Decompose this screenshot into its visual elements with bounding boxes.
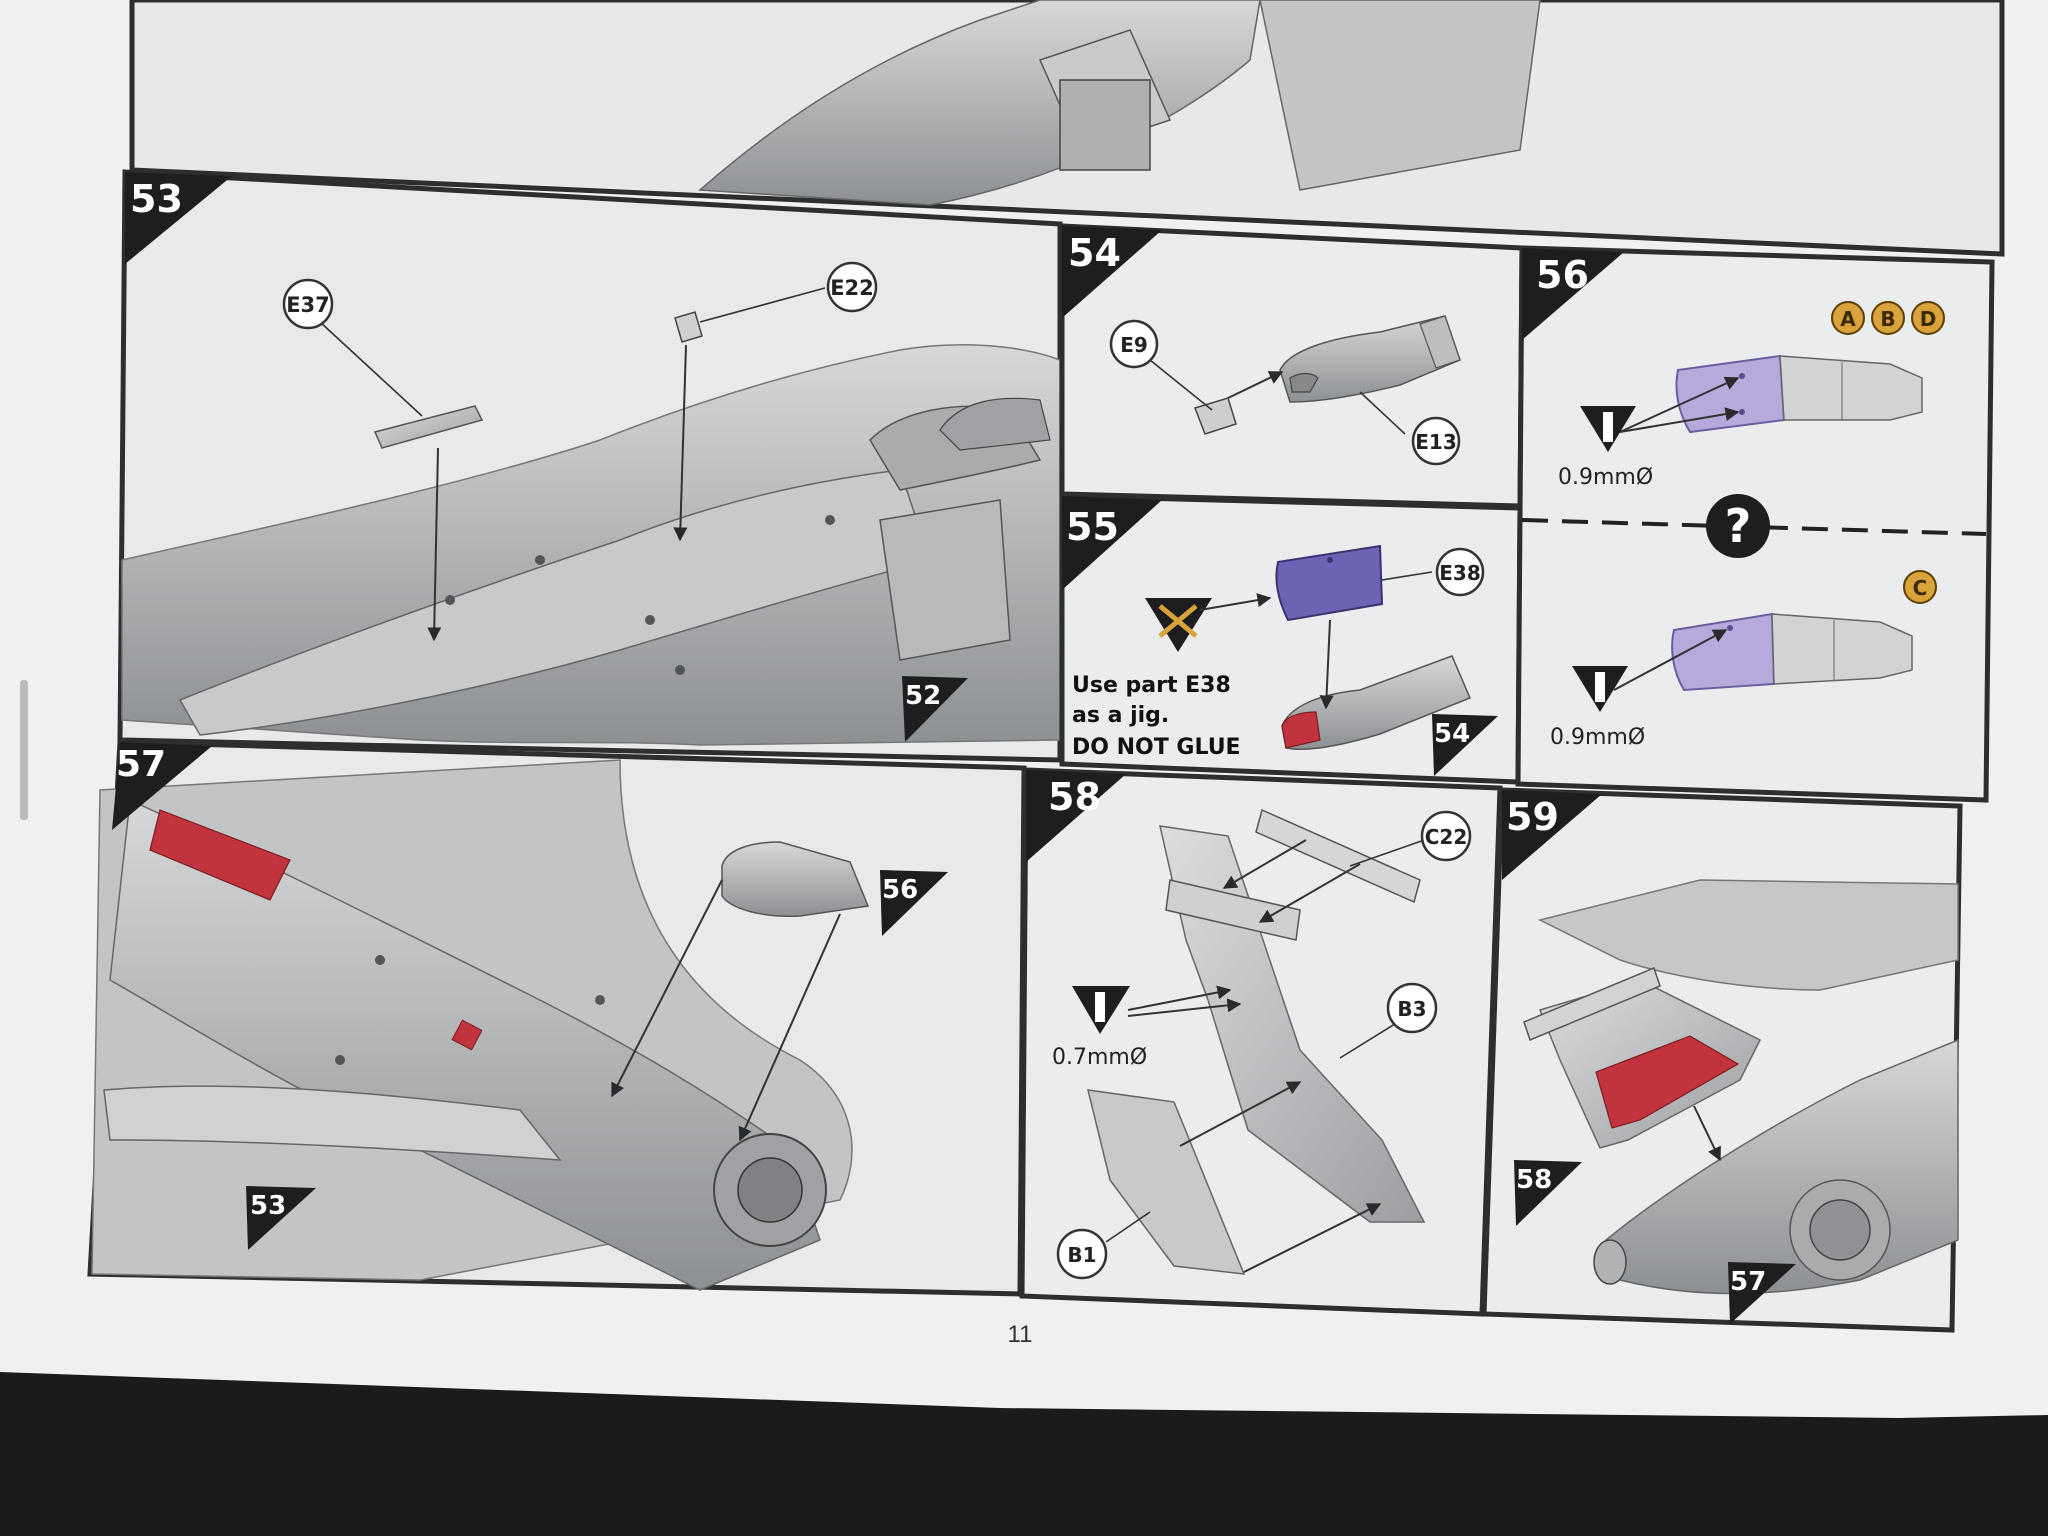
step-58-tab	[1026, 770, 1126, 862]
step-55-number: 55	[1066, 505, 1119, 549]
drill-bit-icon	[1072, 986, 1130, 1034]
step-56-number: 56	[1536, 253, 1589, 297]
ref-54-marker	[1432, 714, 1498, 776]
step-57-number: 57	[116, 744, 166, 785]
ref-56-marker	[880, 870, 948, 936]
ref-52-label: 52	[905, 681, 941, 711]
question-mark-icon	[1706, 494, 1770, 558]
ref-54-label: 54	[1434, 719, 1470, 749]
callout-c22-label: C22	[1425, 825, 1468, 849]
callout-e38: E38	[1435, 547, 1485, 597]
top-strip-panel	[129, 0, 2005, 257]
callout-e13: E13	[1411, 416, 1461, 466]
staple	[20, 680, 28, 820]
drill-size-58: 0.7mmØ	[1052, 1045, 1147, 1070]
question-mark-label: ?	[1725, 499, 1752, 553]
page-number: 11	[1008, 1321, 1033, 1348]
step-53-tab	[125, 172, 232, 264]
step-56-tab	[1522, 248, 1624, 340]
option-badge-c: C	[1903, 570, 1937, 604]
step-54-tab	[1062, 226, 1162, 318]
step-56-panel	[1515, 245, 1995, 803]
step-55-panel	[1059, 493, 1523, 785]
step-54-panel	[1059, 223, 1525, 509]
callout-b3-label: B3	[1397, 997, 1426, 1021]
callout-b1: B1	[1056, 1228, 1108, 1280]
option-b-label: B	[1880, 307, 1895, 331]
option-a-label: A	[1840, 307, 1856, 331]
ref-56-label: 56	[882, 875, 918, 905]
step-53-number: 53	[130, 177, 183, 221]
callout-c22: C22	[1420, 810, 1472, 862]
step-59-number: 59	[1506, 795, 1559, 839]
step-57-tab	[112, 742, 212, 830]
step-53-panel	[117, 169, 1063, 763]
jig-note-line2: as a jig.	[1072, 703, 1169, 728]
ref-57-marker	[1728, 1262, 1796, 1324]
step-58-panel	[1019, 767, 1503, 1317]
ref-52-marker	[902, 676, 968, 742]
option-badge-a: A	[1831, 301, 1865, 335]
callout-e9: E9	[1109, 319, 1159, 369]
jig-note-line3: DO NOT GLUE	[1072, 735, 1241, 760]
drill-size-top: 0.9mmØ	[1558, 465, 1653, 490]
callout-e22-label: E22	[830, 276, 874, 300]
jig-note-line1: Use part E38	[1072, 673, 1231, 698]
step-55-tab	[1062, 496, 1162, 590]
drill-size-bottom: 0.9mmØ	[1550, 725, 1645, 750]
callout-b1-label: B1	[1067, 1243, 1096, 1267]
drill-bit-icon	[1580, 406, 1636, 452]
step-59-panel	[1481, 787, 1963, 1333]
ref-57-label: 57	[1730, 1267, 1766, 1297]
step-57-panel	[87, 739, 1027, 1297]
callout-e22: E22	[826, 261, 878, 313]
option-badge-b: B	[1871, 301, 1905, 335]
step-54-number: 54	[1068, 231, 1121, 275]
ref-53-label: 53	[250, 1191, 286, 1221]
step-59-tab	[1502, 790, 1602, 880]
ref-58-marker	[1514, 1160, 1582, 1226]
option-c-label: C	[1913, 576, 1928, 600]
callout-e37: E37	[282, 278, 334, 330]
drill-bit-icon	[1572, 666, 1628, 712]
ref-58-label: 58	[1516, 1165, 1552, 1195]
callout-e38-label: E38	[1439, 561, 1481, 585]
callout-e9-label: E9	[1120, 333, 1148, 357]
callout-e13-label: E13	[1415, 430, 1457, 454]
option-badge-d: D	[1911, 301, 1945, 335]
callout-e37-label: E37	[286, 293, 330, 317]
ref-53-marker	[246, 1186, 316, 1250]
step-58-number: 58	[1048, 775, 1101, 819]
callout-b3: B3	[1386, 982, 1438, 1034]
option-d-label: D	[1920, 307, 1937, 331]
no-glue-icon	[1145, 598, 1212, 652]
